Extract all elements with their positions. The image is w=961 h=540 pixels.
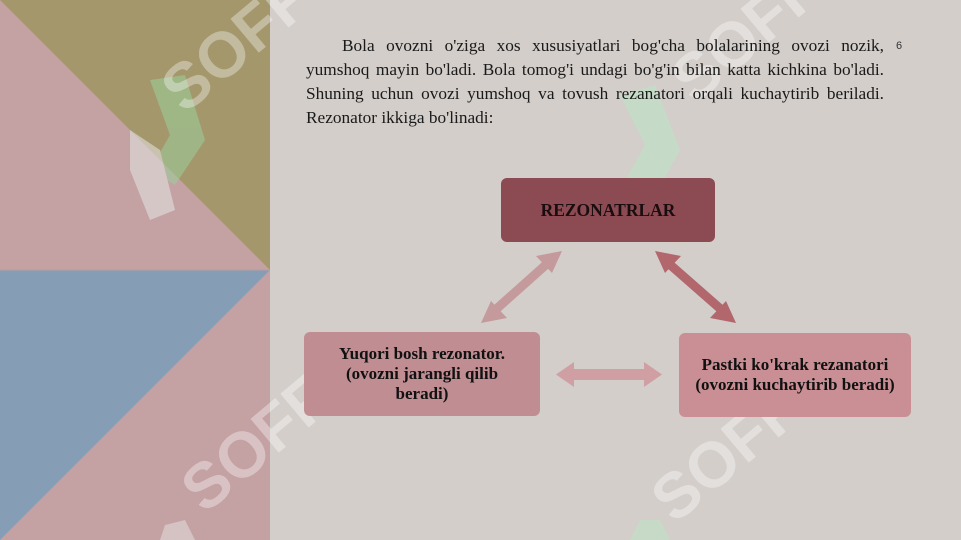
- intro-paragraph: Bola ovozni o'ziga xos xususiyatlari bog…: [306, 36, 884, 127]
- content-background: [270, 0, 961, 540]
- decorative-left-panel: [0, 0, 270, 540]
- node-lower-chest-resonator: Pastki ko'krak rezanatori (ovozni kuchay…: [679, 333, 911, 417]
- node-rezonatrlar: REZONATRLAR: [501, 178, 715, 242]
- blue-triangle: [0, 270, 270, 540]
- page-number: 6: [896, 40, 903, 52]
- node-upper-head-resonator: Yuqori bosh rezonator. (ovozni jarangli …: [304, 332, 540, 416]
